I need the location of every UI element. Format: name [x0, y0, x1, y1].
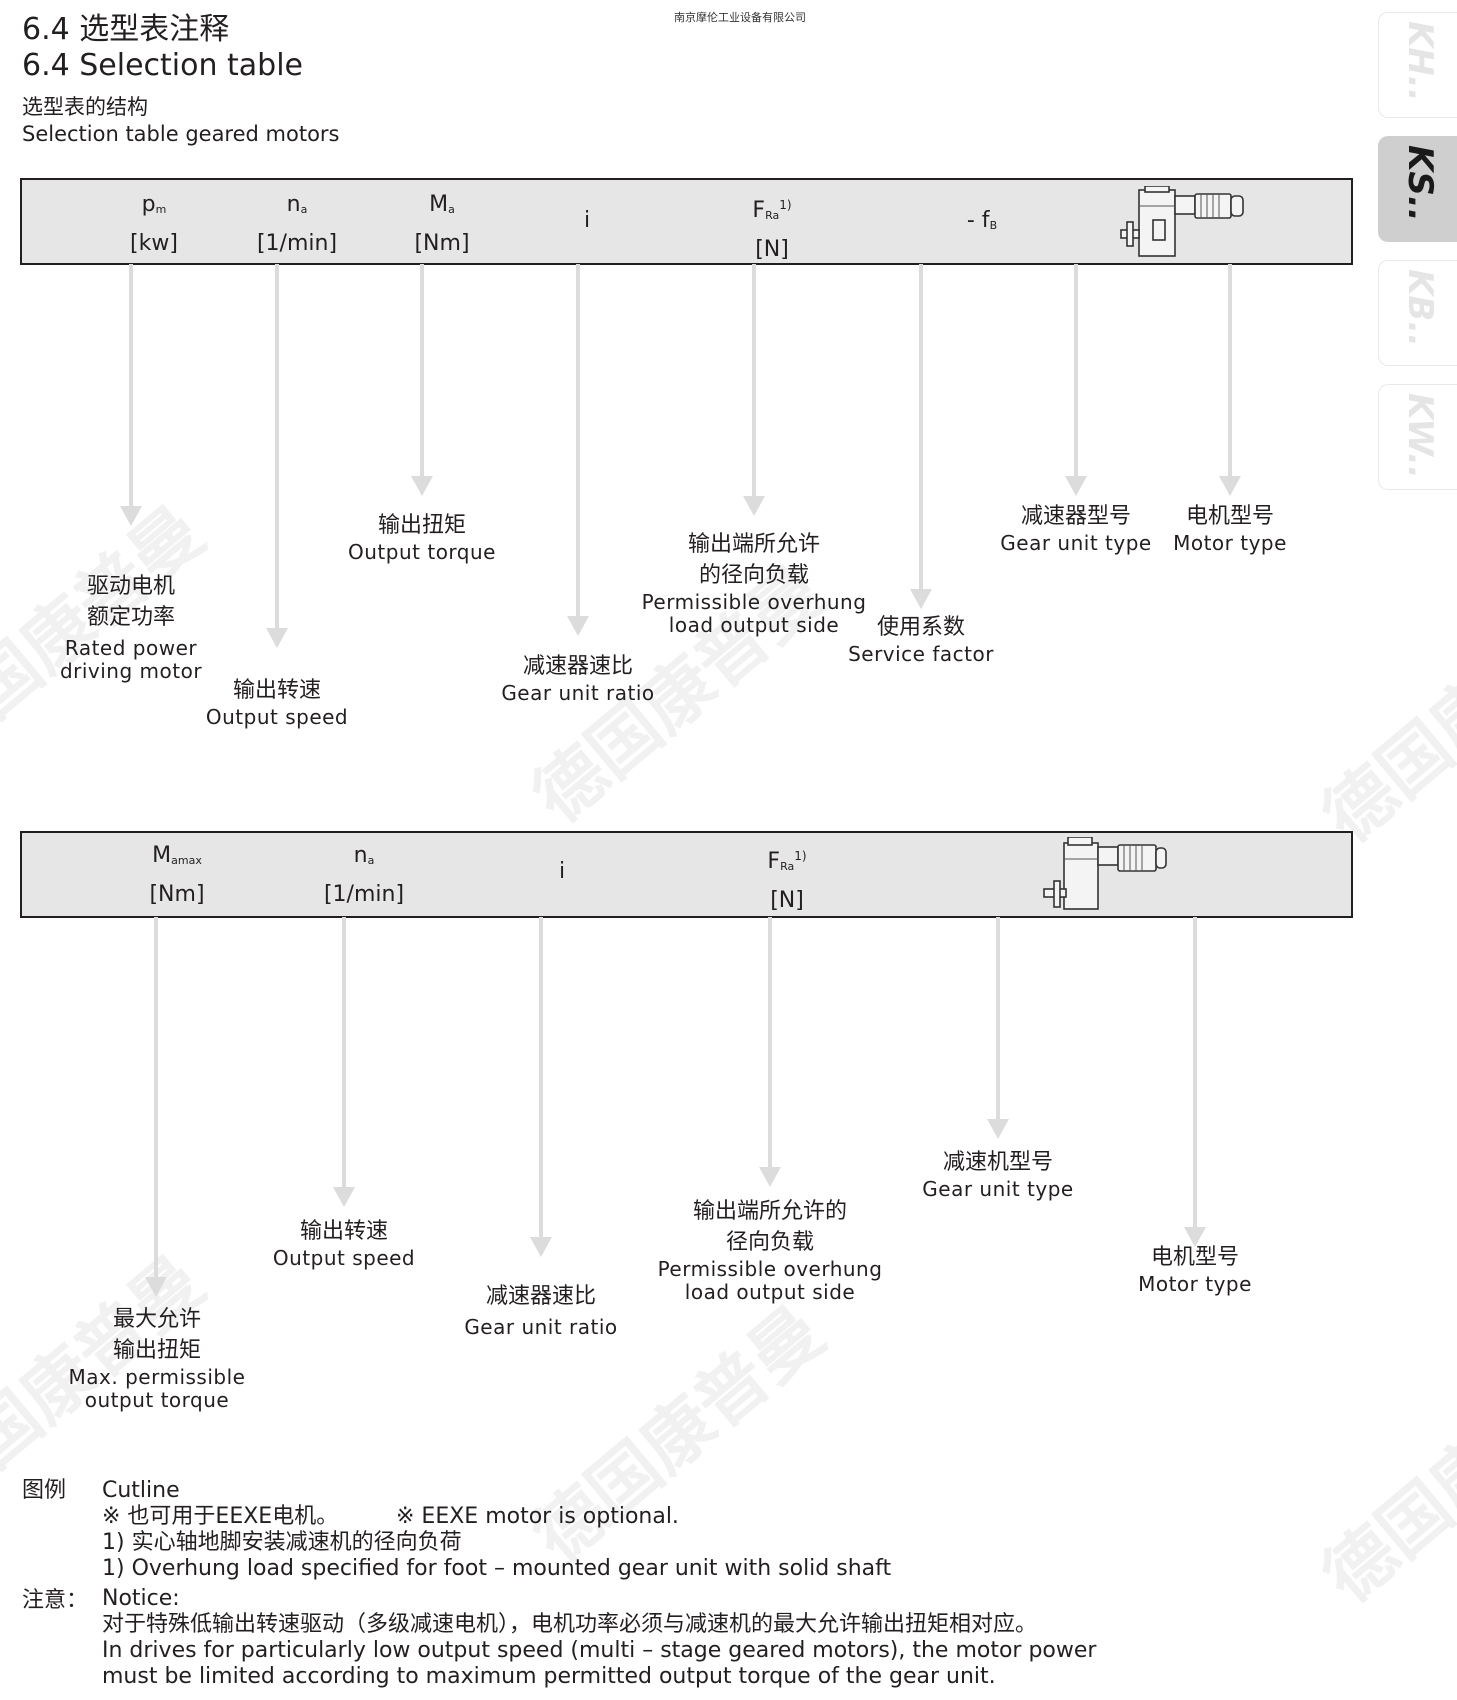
- header-ma: Ma [Nm]: [414, 192, 470, 256]
- label-gear-unit-ratio-2: 减速器速比 Gear unit ratio: [464, 1284, 618, 1339]
- arrow-pm: [120, 264, 142, 526]
- label-overhung-load-2: 输出端所允许的 径向负载 Permissible overhung load o…: [657, 1199, 883, 1304]
- arrow-fra: [743, 264, 765, 516]
- arrow-motor-type-2: [1184, 917, 1206, 1247]
- arrow-mamax: [145, 917, 167, 1297]
- header-fra-2: FRa1) [N]: [767, 849, 807, 913]
- eexe-note-en: ※ EEXE motor is optional.: [396, 1504, 679, 1529]
- watermark: 德国康普曼: [1308, 570, 1457, 859]
- header-fb: - fB: [966, 208, 998, 233]
- tab-ks-label: KS..: [1400, 145, 1440, 222]
- notice-label-en: Notice:: [102, 1586, 180, 1611]
- header-fra: FRa1) [N]: [752, 198, 792, 262]
- label-motor-type: 电机型号 Motor type: [1173, 504, 1287, 555]
- selection-table-header-2: Mamax [Nm] na [1/min] i FRa1) [N]: [20, 831, 1353, 918]
- arrow-gear-type-2: [987, 917, 1009, 1139]
- header-na: na [1/min]: [256, 192, 338, 256]
- tab-kw-label: KW..: [1400, 393, 1440, 479]
- geared-motor-icon: [1043, 837, 1167, 910]
- tab-kb[interactable]: KB..: [1378, 260, 1457, 366]
- page-title-cn: 6.4 选型表注释: [22, 12, 230, 47]
- subtitle-en: Selection table geared motors: [22, 122, 340, 146]
- arrow-i-2: [530, 917, 552, 1257]
- selection-table-header-1: pm [kw] na [1/min] Ma [Nm] i FRa1) [N] -…: [20, 178, 1353, 265]
- label-rated-power: 驱动电机 额定功率 Rated power driving motor: [59, 574, 203, 683]
- eexe-note-cn: ※ 也可用于EEXE电机。: [102, 1504, 339, 1529]
- label-service-factor: 使用系数 Service factor: [848, 615, 994, 666]
- label-output-torque: 输出扭矩 Output torque: [348, 513, 496, 564]
- notice-text-en-2: must be limited according to maximum per…: [102, 1664, 996, 1689]
- subtitle-cn: 选型表的结构: [22, 95, 148, 119]
- header-i: i: [583, 208, 591, 233]
- label-gear-unit-ratio: 减速器速比 Gear unit ratio: [501, 654, 655, 705]
- notice-text-en-1: In drives for particularly low output sp…: [102, 1638, 1097, 1663]
- label-motor-type-2: 电机型号 Motor type: [1138, 1245, 1252, 1296]
- label-overhung-load: 输出端所允许 的径向负载 Permissible overhung load o…: [641, 532, 867, 637]
- arrow-fb: [910, 264, 932, 609]
- header-mamax: Mamax [Nm]: [149, 843, 205, 907]
- arrow-motor-type: [1219, 264, 1241, 496]
- tab-kh[interactable]: KH..: [1378, 12, 1457, 118]
- footnote-1-cn: 1) 实心轴地脚安装减速机的径向负荷: [102, 1530, 462, 1555]
- tab-kb-label: KB..: [1400, 269, 1440, 348]
- arrow-na-2: [333, 917, 355, 1207]
- tab-kh-label: KH..: [1400, 21, 1440, 102]
- label-gear-unit-type: 减速器型号 Gear unit type: [1000, 504, 1152, 555]
- arrow-i: [567, 264, 589, 636]
- arrow-na: [266, 264, 288, 648]
- label-max-torque: 最大允许 输出扭矩 Max. permissible output torque: [68, 1307, 246, 1412]
- company-name: 南京摩伦工业设备有限公司: [674, 11, 806, 24]
- header-i-2: i: [558, 859, 566, 884]
- header-pm: pm [kw]: [130, 192, 178, 256]
- arrow-gear-type: [1065, 264, 1087, 496]
- notice-label-cn: 注意：: [22, 1588, 89, 1613]
- notice-text-cn: 对于特殊低输出转速驱动（多级减速电机），电机功率必须与减速机的最大允许输出扭矩相…: [102, 1612, 1038, 1637]
- tab-kw[interactable]: KW..: [1378, 384, 1457, 490]
- tab-ks[interactable]: KS..: [1378, 136, 1457, 242]
- label-gear-unit-type-2: 减速机型号 Gear unit type: [922, 1150, 1074, 1201]
- header-na-2: na [1/min]: [323, 843, 405, 907]
- label-output-speed-2: 输出转速 Output speed: [272, 1219, 416, 1270]
- page-title-en: 6.4 Selection table: [22, 48, 304, 83]
- label-output-speed: 输出转速 Output speed: [205, 678, 349, 729]
- footnote-1-en: 1) Overhung load specified for foot – mo…: [102, 1556, 892, 1581]
- arrow-fra-2: [759, 917, 781, 1187]
- watermark: 德国康普曼: [1308, 1330, 1457, 1619]
- geared-motor-icon: [1120, 186, 1244, 257]
- cutline-label-en: Cutline: [102, 1478, 180, 1503]
- cutline-label-cn: 图例: [22, 1478, 67, 1503]
- arrow-ma: [411, 264, 433, 496]
